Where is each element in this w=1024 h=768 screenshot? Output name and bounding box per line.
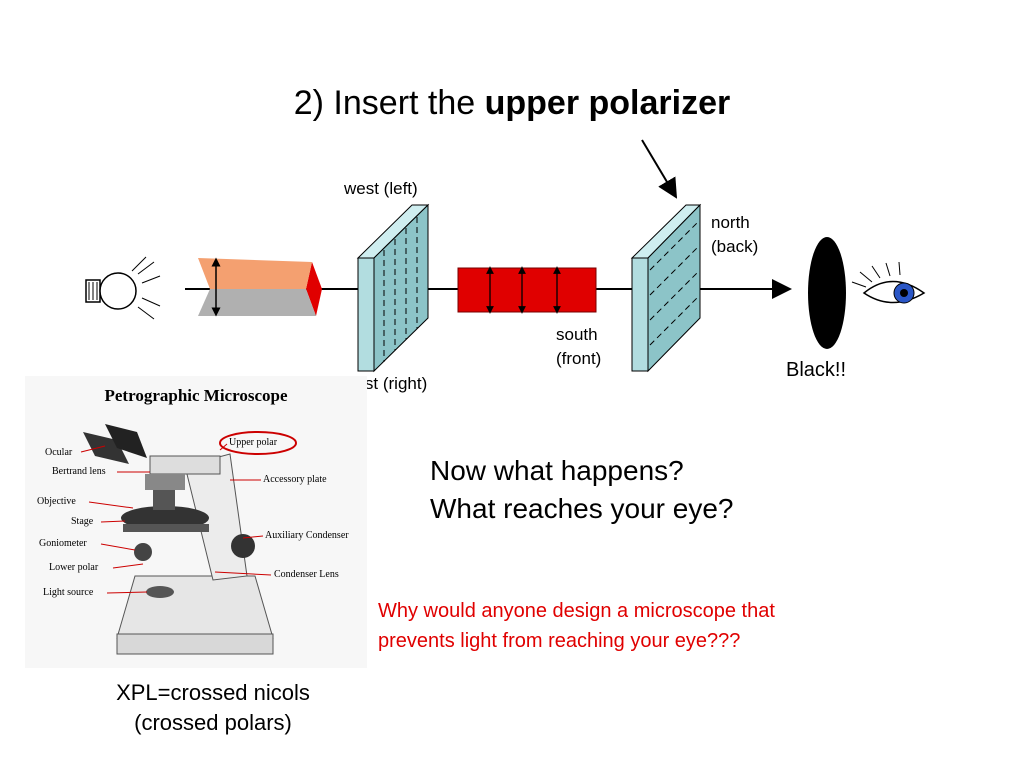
light-bulb-icon	[85, 256, 161, 320]
title-prefix: 2) Insert the	[293, 84, 485, 122]
microscope-figure: Petrographic Microscope	[25, 376, 367, 668]
part-objective: Objective	[37, 496, 76, 507]
label-west: west (left)	[344, 179, 418, 198]
microscope-drawing	[80, 424, 297, 655]
part-accessory-plate: Accessory plate	[263, 474, 327, 485]
title-bold: upper polarizer	[484, 84, 731, 122]
part-light-source: Light source	[43, 587, 94, 598]
lower-polarizer	[198, 257, 322, 317]
xpl-caption: XPL=crossed nicols (crossed polars)	[80, 678, 346, 738]
part-goniometer: Goniometer	[39, 538, 87, 549]
polarizer-diagram	[85, 139, 926, 373]
part-bertrand-lens: Bertrand lens	[52, 466, 106, 477]
polarizer-west-east	[356, 203, 430, 373]
part-upper-polar: Upper polar	[229, 437, 278, 448]
part-stage: Stage	[71, 516, 94, 527]
caption-line-1: XPL=crossed nicols	[116, 680, 310, 705]
microscope-title: Petrographic Microscope	[104, 386, 288, 405]
slide-title: 2) Insert the upper polarizer	[0, 84, 1024, 123]
part-condenser-lens: Condenser Lens	[274, 569, 339, 580]
label-result: Black!!	[786, 359, 847, 381]
label-south: south (front)	[556, 325, 602, 368]
why-text: Why would anyone design a microscope tha…	[378, 596, 775, 656]
crystal-sample	[457, 266, 597, 314]
part-auxiliary-condenser: Auxiliary Condenser	[265, 530, 349, 541]
question-text: Now what happens? What reaches your eye?	[430, 452, 734, 528]
part-lower-polar: Lower polar	[49, 562, 99, 573]
why-line-1: Why would anyone design a microscope tha…	[378, 600, 775, 622]
label-north: north (back)	[711, 213, 759, 256]
polarizer-upper	[630, 203, 702, 373]
why-line-2: prevents light from reaching your eye???	[378, 630, 741, 652]
question-line-1: Now what happens?	[430, 455, 684, 486]
caption-line-2: (crossed polars)	[134, 710, 292, 735]
pointer-arrow	[641, 139, 678, 199]
eye-icon	[851, 261, 926, 304]
question-line-2: What reaches your eye?	[430, 493, 734, 524]
black-result-ellipse	[808, 237, 846, 349]
part-ocular: Ocular	[45, 447, 73, 458]
